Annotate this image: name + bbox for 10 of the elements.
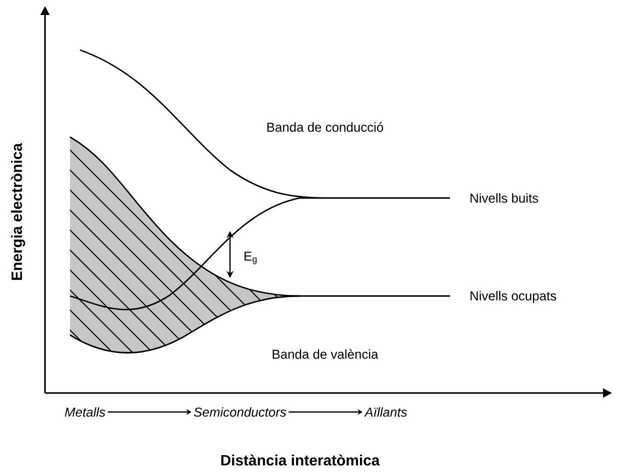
level-label: Nivells buits	[470, 193, 538, 203]
axis-category-label: Aïllants	[364, 407, 407, 417]
gap-label: E$_{g}$	[244, 252, 257, 264]
band-label: Banda de conducció	[267, 122, 384, 132]
axis-category-label: Semiconductors	[194, 407, 286, 417]
axis-title: Distància interatòmica	[221, 454, 380, 466]
axis-title: Energia electrònica	[10, 142, 26, 280]
level-label: Nivells ocupats	[470, 290, 556, 304]
axis-category-label: Metalls	[64, 407, 106, 417]
band-label: Banda de valència	[272, 349, 378, 359]
